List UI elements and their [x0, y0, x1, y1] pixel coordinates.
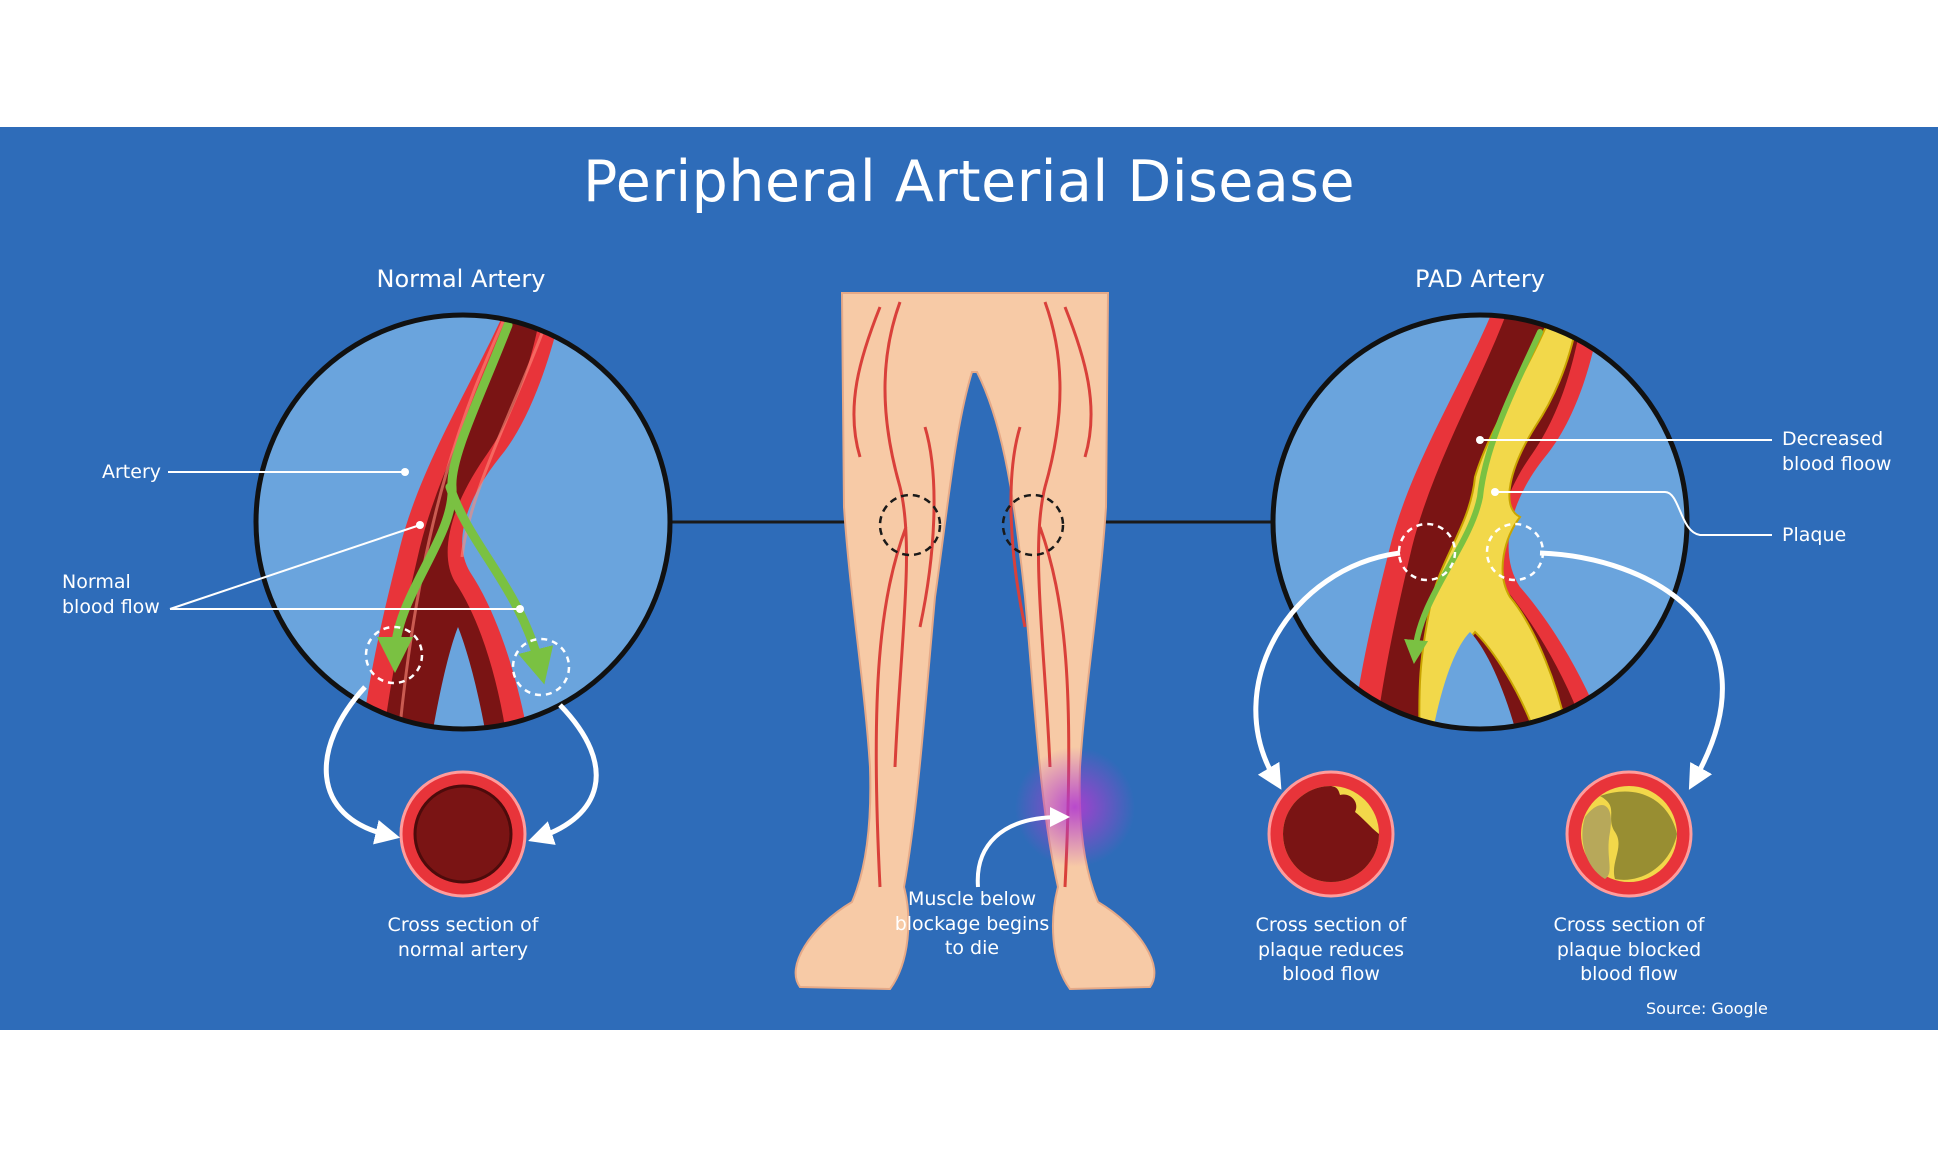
plaque-pointer: [1495, 491, 1772, 536]
normal-artery-magnifier: [253, 312, 673, 732]
muscle-label: Muscle below blockage begins to die: [894, 888, 1050, 960]
plaque-reduced-label: Cross section of plaque reduces blood fl…: [1255, 914, 1407, 986]
plaque-reduced-cross-section: [1267, 770, 1395, 898]
illustration: [168, 292, 1772, 991]
infographic-panel: Peripheral Arterial Disease Normal Arter…: [0, 127, 1938, 1030]
plaque-label: Plaque: [1782, 524, 1847, 546]
artery-label: Artery: [102, 461, 162, 483]
plaque-blocked-cross-section: [1565, 770, 1693, 898]
page-title: Peripheral Arterial Disease: [582, 149, 1356, 215]
normal-cross-section: [399, 770, 527, 898]
normal-blood-flow-label: Normal blood flow: [62, 571, 160, 618]
normal-cross-section-label: Cross section of normal artery: [387, 914, 539, 961]
source-credit: Source: Google: [1646, 999, 1768, 1018]
normal-artery-heading: Normal Artery: [376, 265, 546, 293]
pad-artery-heading: PAD Artery: [1415, 265, 1545, 293]
plaque-blocked-label: Cross section of plaque blocked blood fl…: [1553, 914, 1705, 986]
pad-artery-magnifier: [1270, 312, 1690, 732]
legs-illustration: [794, 292, 1156, 991]
decreased-flow-label: Decreased blood floow: [1782, 428, 1892, 475]
